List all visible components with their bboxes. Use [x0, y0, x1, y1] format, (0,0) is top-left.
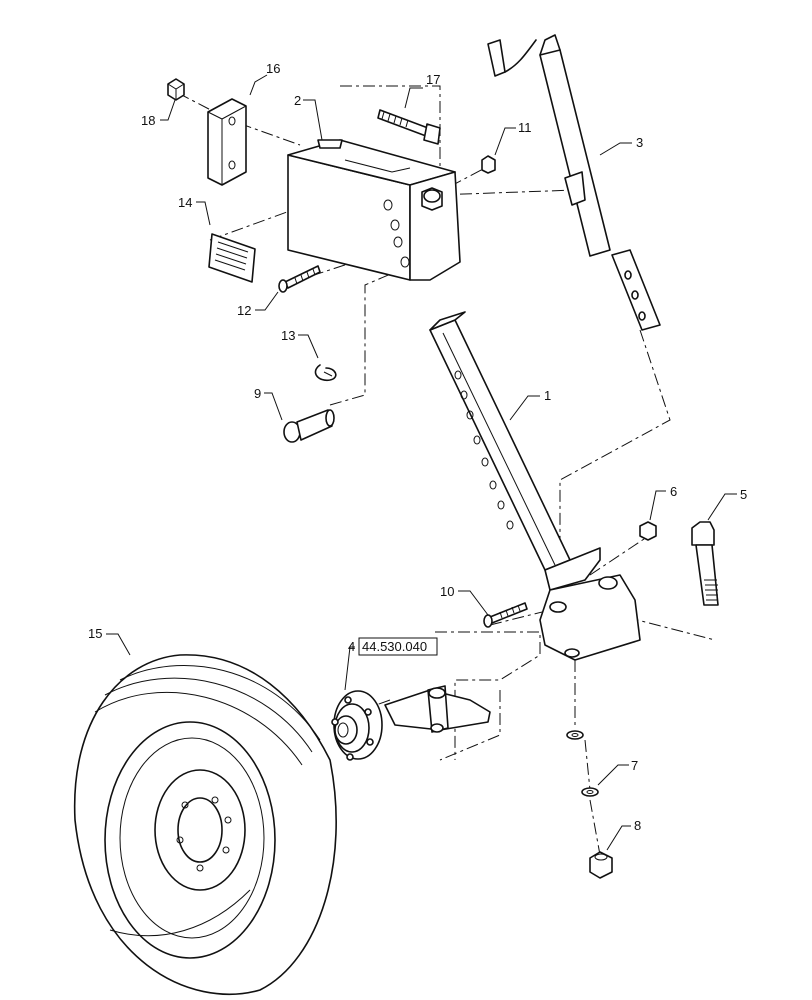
callout-2: 2 [294, 93, 301, 108]
callout-10: 10 [440, 584, 454, 599]
callouts: 16 2 17 18 11 3 14 12 13 9 1 6 5 10 15 4… [88, 61, 747, 833]
callout-15: 15 [88, 626, 102, 641]
callout-6: 6 [670, 484, 677, 499]
callout-17: 17 [426, 72, 440, 87]
nut-18-icon [167, 78, 185, 101]
callout-9: 9 [254, 386, 261, 401]
bolt-12-icon [278, 265, 321, 293]
spindle-arm-icon [384, 685, 491, 733]
callout-1: 1 [544, 388, 551, 403]
plate-16-icon [207, 98, 247, 186]
nut-6-icon [639, 521, 657, 541]
callout-4: 4 [348, 639, 355, 654]
callout-18: 18 [141, 113, 155, 128]
leg-tube-1-icon [429, 311, 641, 661]
hub-4-icon [331, 690, 383, 761]
hair-pin-13-icon [314, 364, 337, 382]
callout-11: 11 [518, 120, 532, 135]
washer-7-icon [566, 730, 599, 797]
callout-5: 5 [740, 487, 747, 502]
callout-13: 13 [281, 328, 295, 343]
decal-14-icon [208, 233, 256, 283]
callout-8: 8 [634, 818, 641, 833]
nut-8-icon [589, 851, 613, 879]
pin-9-icon [283, 409, 335, 443]
bolt-17-icon [377, 109, 441, 145]
jack-crank-3-icon [487, 34, 661, 331]
tire-wheel-15-icon [73, 654, 337, 995]
nut-11-icon [481, 155, 496, 174]
hub-reference-box [358, 637, 438, 656]
hub-reference-label: 44.530.040 [362, 639, 427, 654]
mount-bracket-2-icon [287, 139, 461, 281]
leader-lines [106, 74, 737, 851]
callout-3: 3 [636, 135, 643, 150]
callout-12: 12 [237, 303, 251, 318]
callout-14: 14 [178, 195, 192, 210]
bolt-5-icon [691, 521, 719, 606]
bolt-10-icon [483, 602, 528, 628]
callout-16: 16 [266, 61, 280, 76]
callout-7: 7 [631, 758, 638, 773]
